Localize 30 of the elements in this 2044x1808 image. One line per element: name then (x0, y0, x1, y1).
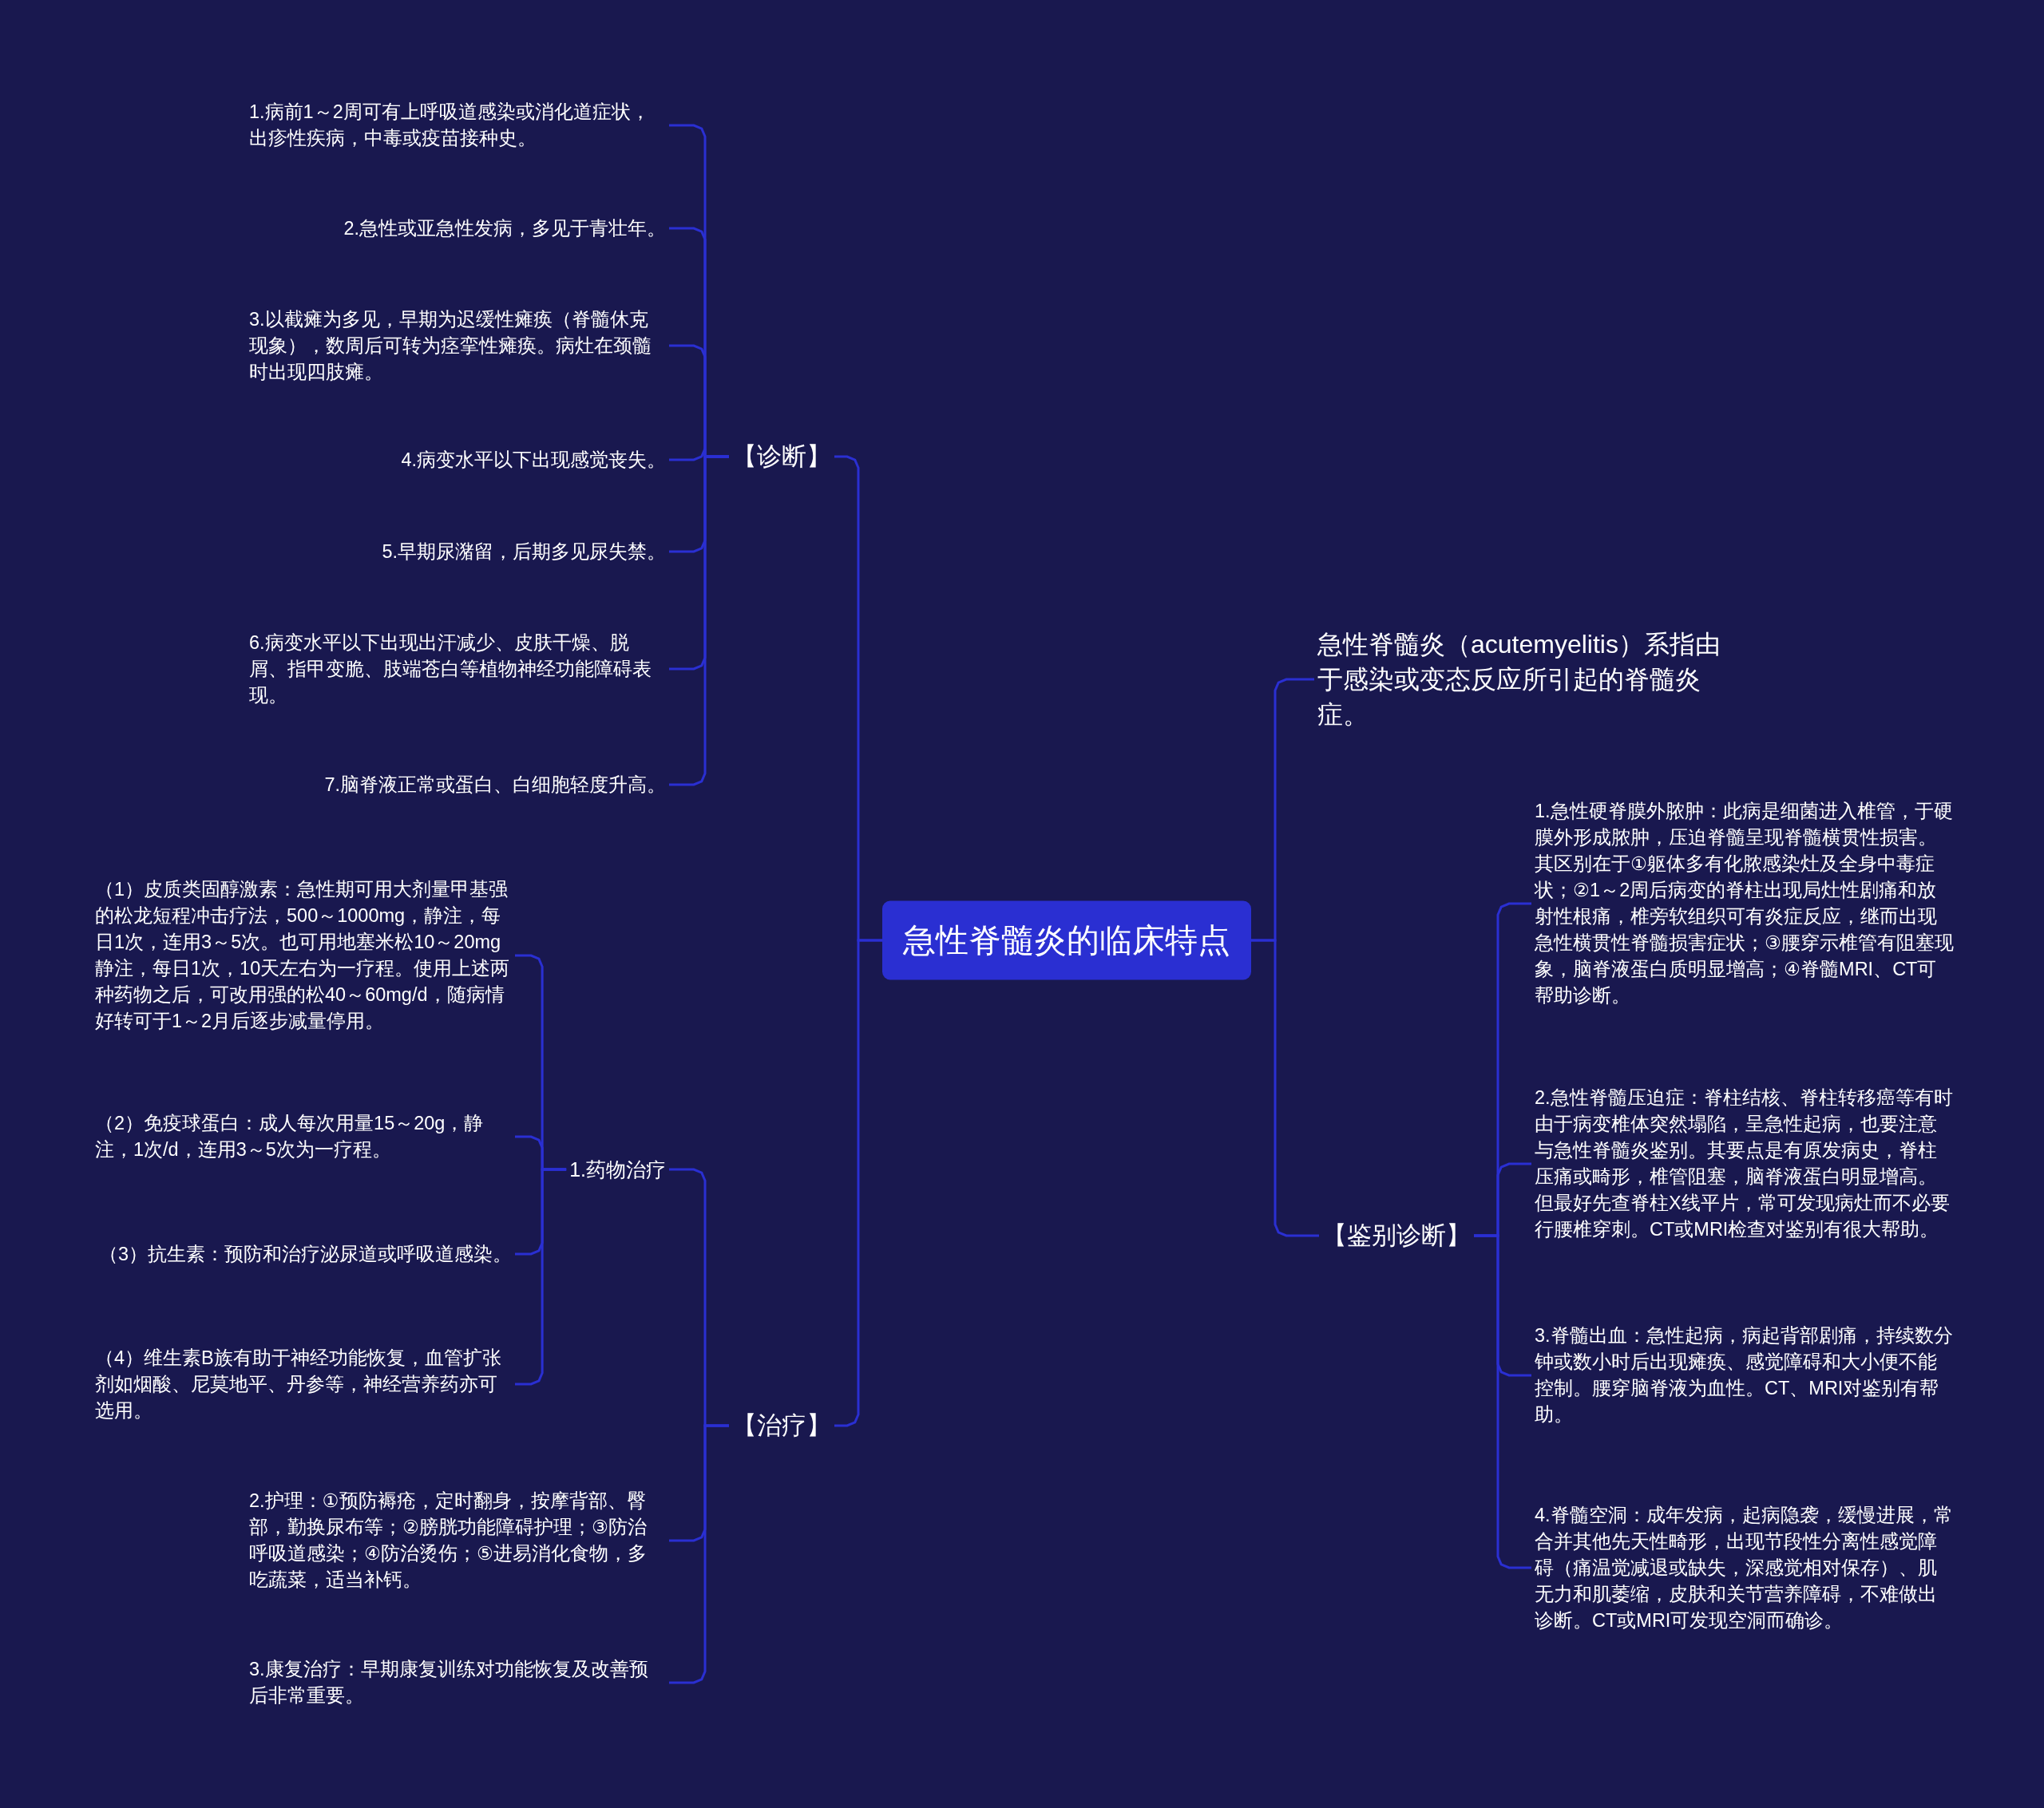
topic-title: 急性脊髓炎的临床特点 (903, 920, 1230, 960)
branch-topic: 【诊断】 (732, 441, 831, 472)
note-text: 2.急性或亚急性发病，多见于青壮年。 (343, 216, 666, 240)
connector-line (1474, 1234, 1531, 1569)
connector-line (834, 939, 882, 1427)
note-text: 2.护理：①预防褥疮，定时翻身，按摩背部、臀部，勤换尿布等；②膀胱功能障碍护理；③防治呼吸道感染；④防治烫伤；⑤进易消化食物，多吃蔬菜，适当补钙。 (249, 1490, 648, 1592)
branch-topic: 【鉴别诊断】 (1322, 1220, 1471, 1251)
subtopic: 1.药物治疗 (569, 1157, 666, 1182)
connector-line (669, 1424, 729, 1684)
definition-text: 急性脊髓炎（acutemyelitis）系指由于感染或变态反应所引起的脊髓炎症。 (1317, 629, 1721, 730)
note-text: （4）维生素B族有助于神经功能恢复，血管扩张剂如烟酸、尼莫地平、丹参等，神经营养药亦可选用。 (95, 1346, 502, 1422)
note-text: （3）抗生素：预防和治疗泌尿道或呼吸道感染。 (98, 1242, 512, 1266)
note-text: 3.脊髓出血：急性起病，病起背部剧痛，持续数分钟或数小时后出现瘫痪、感觉障碍和大小便不能控制。腰穿脑脊液为血性。CT、MRI对鉴别有帮助。 (1535, 1324, 1954, 1426)
central-topic-box (882, 900, 1251, 980)
note-text: 2.急性脊髓压迫症：脊柱结核、脊柱转移癌等有时由于病变椎体突然塌陷，呈急性起病，也要注意与急性脊髓炎鉴别。其要点是有原发病史，脊柱压痛或畸形，椎管阻塞，脑脊液蛋白明显增高。但最好先查脊柱X线平片，常可发现病灶而不必要行腰椎穿刺。CT或MRI检查对鉴别有很大帮助。 (1535, 1086, 1954, 1241)
connector-line (1251, 939, 1319, 1237)
connector-line (669, 455, 729, 786)
note-text: 1.病前1～2周可有上呼吸道感染或消化道症状，出疹性疾病，中毒或疫苗接种史。 (249, 101, 651, 150)
note-text: 5.早期尿潴留，后期多见尿失禁。 (382, 540, 666, 564)
note-text: 1.急性硬脊膜外脓肿：此病是细菌进入椎管，于硬膜外形成脓肿，压迫脊髓呈现脊髓横贯性损害。其区别在于①躯体多有化脓感染灶及全身中毒症状；②1～2周后病变的脊柱出现局灶性剧痛和放射性根痛，椎旁软组织可有炎症反应，继而出现急性横贯性脊髓损害症状；③腰穿示椎管有阻塞现象，脑脊液蛋白质明显增高；④脊髓MRI、CT可帮助诊断。 (1535, 800, 1955, 1007)
note-text: 6.病变水平以下出现出汗减少、皮肤干燥、脱屑、指甲变脆、肢端苍白等植物神经功能障碍表现。 (249, 631, 652, 707)
note-text: 7.脑脊液正常或蛋白、白细胞轻度升高。 (324, 773, 666, 797)
note-text: 4.病变水平以下出现感觉丧失。 (401, 448, 666, 472)
note-text: 3.康复治疗：早期康复训练对功能恢复及改善预后非常重要。 (249, 1658, 649, 1707)
note-text: 4.脊髓空洞：成年发病，起病隐袭，缓慢进展，常合并其他先天性畸形，出现节段性分离性感觉障碍（痛温觉减退或缺失，深感觉相对保存）、肌无力和肌萎缩，皮肤和关节营养障碍，不难做出诊断。CT或MRI可发现空洞而确诊。 (1535, 1503, 1954, 1632)
branch-topic: 【治疗】 (732, 1410, 831, 1441)
connector-line (515, 1168, 567, 1386)
note-text: （2）免疫球蛋白：成人每次用量15～20g，静注，1次/d，连用3～5次为一疗程。 (95, 1112, 485, 1161)
note-text: （1）皮质类固醇激素：急性期可用大剂量甲基强的松龙短程冲击疗法，500～1000mg，静注，每日1次，连用3～5次。也可用地塞米松10～20mg静注，每日1次，10天左右为一疗程。使用上述两种药物之后，可改用强的松40～60mg/d，随病情好转可于1～2月后逐步减量停用。 (95, 878, 511, 1033)
note-text: 3.以截瘫为多见，早期为迟缓性瘫痪（脊髓休克现象），数周后可转为痉挛性瘫痪。病灶在颈髓时出现四肢瘫。 (249, 307, 652, 384)
